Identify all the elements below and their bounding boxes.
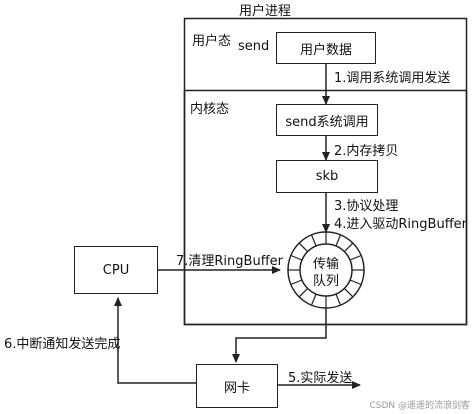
step-2-label: 2.内存拷贝 bbox=[334, 144, 399, 159]
user-data-box: 用户数据 bbox=[276, 32, 376, 64]
user-mode-label: 用户态 bbox=[192, 34, 232, 49]
diagram-title: 用户进程 bbox=[238, 4, 291, 19]
step-7-label: 7.清理RingBuffer bbox=[176, 254, 283, 269]
arrow-ring-to-nic bbox=[232, 308, 327, 363]
ring-buffer-label-line1: 传输 bbox=[312, 257, 339, 272]
kernel-mode-label: 内核态 bbox=[190, 102, 230, 117]
arrow-step-6 bbox=[114, 297, 196, 384]
skb-box: skb bbox=[276, 160, 378, 193]
ring-buffer-label-line2: 队列 bbox=[312, 274, 339, 289]
cpu-box: CPU bbox=[74, 246, 158, 294]
send-syscall-box: send系统调用 bbox=[276, 104, 378, 136]
nic-box: 网卡 bbox=[196, 364, 278, 408]
step-3-label: 3.协议处理 bbox=[334, 199, 399, 214]
step-4-label: 4.进入驱动RingBuffer bbox=[334, 217, 467, 232]
step-5-label: 5.实际发送 bbox=[288, 371, 353, 386]
step-6-label: 6.中断通知发送完成 bbox=[4, 337, 121, 352]
step-1-label: 1.调用系统调用发送 bbox=[334, 71, 451, 86]
watermark: CSDN @遥遥的流浪剑客 bbox=[369, 401, 470, 411]
ring-buffer-icon bbox=[287, 231, 365, 309]
send-label: send bbox=[238, 39, 270, 54]
